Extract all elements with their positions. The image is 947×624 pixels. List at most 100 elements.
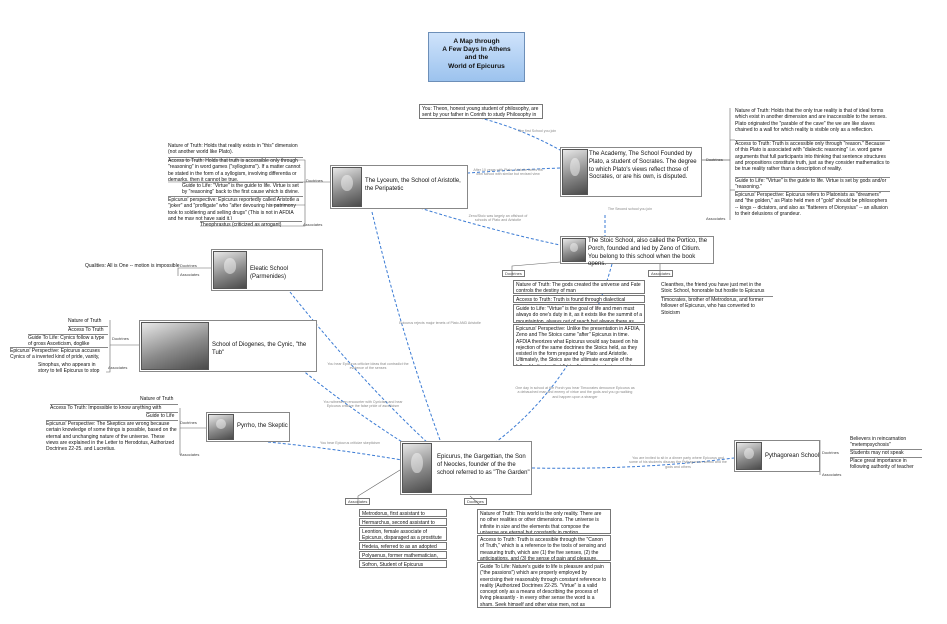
epicurus-associate-1[interactable]: Metrodorus, first assistant to Epicurus [359,509,447,517]
epicurus-node[interactable]: Epicurus, the Gargettian, the Son of Neo… [400,441,532,495]
pyrrho-doctrine-2[interactable]: Access To Truth: Impossible to know anyt… [50,404,178,411]
link-eleatic-epicurus [289,291,431,446]
caption-first-school: The first School you join [517,129,557,133]
stoic-doctrine-2[interactable]: Access to Truth: Truth is found through … [513,295,645,303]
pyrrho-associates-label[interactable]: Associates [180,452,200,457]
academy-node[interactable]: The Academy, The School Founded by Plato… [560,147,702,197]
pyrrho-doctrines-label[interactable]: Doctrines [180,420,197,425]
plato-portrait [562,149,588,195]
title-line-2: A Few Days In Athens [442,46,511,54]
academy-doctrine-2[interactable]: Access to Truth: Truth is accessible onl… [735,140,890,176]
link-intro-academy [479,117,561,151]
title-line-3: and the [464,54,489,62]
academy-doctrines-label[interactable]: Doctrines [706,157,723,162]
eleatic-label: Eleatic School (Parmenides) [250,266,289,280]
caption-epicurus-rejects: Epicurus rejects major tenets of Plato A… [399,321,481,325]
title-line-1: A Map through [453,38,500,45]
diogenes-doctrine-2[interactable]: Access To Truth [68,326,108,333]
title-line-4: World of Epicurus [448,62,505,70]
pyrrho-label: Pyrrho, the Skeptic [237,423,288,429]
lyceum-label: The Lyceum, the School of Aristotle, the… [365,178,461,192]
caption-pyrrho-link: You witness an encounter with Cynicism a… [323,400,403,409]
diogenes-doctrine-3[interactable]: Guide To Life: Cynics follow a type of g… [28,334,108,346]
caption-stoic-offshoot: Zeno/Stoic was largely an offshoot of sc… [468,214,528,223]
academy-associate-1[interactable]: Epicurus' Perspective: Epicurus refers t… [735,191,890,217]
stoic-associates-label[interactable]: Associates [648,270,674,277]
pyrrho-doctrine-3[interactable]: Guide to Life [146,412,178,419]
pyrrho-doctrine-1[interactable]: Nature of Truth [140,396,174,402]
epicurus-associate-5[interactable]: Polyaenus, former mathematician, now Epi… [359,551,447,559]
eleatic-doctrine-1[interactable]: Qualities: All is One -- motion is impos… [85,263,180,269]
stoic-associate-1[interactable]: Cleanthes, the friend you have just met … [661,282,765,295]
pythagorean-doctrine-2[interactable]: Students may not speak [850,449,922,456]
stoic-doctrines-label[interactable]: Doctrines [502,270,525,277]
diogenes-associate-1[interactable]: Sinophus, who appears in story to tell E… [38,362,100,374]
lyceum-associates-label[interactable]: Associates [303,222,323,227]
pythagorean-doctrines-label[interactable]: Doctrines [822,450,839,455]
caption-diogenes: You hear Epicurus criticize ideas that c… [327,362,409,371]
epicurus-portrait [402,443,432,493]
pythagoras-portrait [736,442,762,470]
lyceum-doctrines-label[interactable]: Doctrines [306,178,323,183]
pyrrho-doctrine-4[interactable]: Epicurus' Perspective: The Skeptics are … [46,420,178,450]
eleatic-node[interactable]: Eleatic School (Parmenides) [211,249,323,291]
stoic-node[interactable]: The Stoic School, also called the Portic… [560,236,714,267]
diogenes-doctrines-label[interactable]: Doctrines [112,336,129,341]
zeno-portrait [562,238,586,262]
lyceum-doctrine-1[interactable]: Nature of Truth: Holds that reality exis… [168,143,298,156]
diogenes-doctrine-1[interactable]: Nature of Truth [68,318,102,324]
stoic-associate-2[interactable]: Timocrates, brother of Metrodorus, and f… [661,296,773,315]
lyceum-doctrine-4[interactable]: Epicurus' perspective: Epicurus reported… [168,196,303,220]
intro-box[interactable]: You: Theon, honest young student of phil… [419,104,543,119]
epicurus-doctrine-1[interactable]: Nature of Truth: This world is the only … [477,509,611,534]
link-lyceum-epicurus [371,211,441,441]
lyceum-associate-1[interactable]: Theophrastus (criticized as arrogant) [200,221,302,229]
epicurus-associate-6[interactable]: Sofron, Student of Epicurus [359,560,447,568]
eleatic-doctrines-label[interactable]: Doctrines [180,263,197,268]
pyrrho-portrait [208,414,234,440]
caption-pythagoras: You are invited to sit in a dinner party… [629,456,727,469]
aristotle-portrait [332,167,362,207]
epicurus-doctrine-2[interactable]: Access to Truth: Truth is accessible thr… [477,535,611,561]
diogenes-node[interactable]: School of Diogenes, the Cynic, "the Tub" [139,320,317,372]
map-title: A Map through A Few Days In Athens and t… [428,32,525,82]
epicurus-doctrine-3[interactable]: Guide To Life: Nature's guide to life is… [477,562,611,608]
caption-skeptic: You hear Epicurus criticize skepticism [320,441,380,445]
caption-second-school: The Second school you join [607,207,653,211]
caption-stoic-to-epicurus: One day in school at the Porch you hear … [515,386,635,399]
caption-after-years: After 10 years with Plato, Aristotle for… [473,168,543,177]
diogenes-label: School of Diogenes, the Cynic, "the Tub" [212,342,307,356]
lyceum-doctrine-2[interactable]: Access to Truth: Holds that truth is acc… [168,157,303,181]
epicurus-associates-label[interactable]: Associates [345,498,371,505]
epicurus-associate-3[interactable]: Leontion, female associate of Epicurus, … [359,527,447,541]
pythagorean-associates-label[interactable]: Associates [822,472,842,477]
pythagorean-doctrine-3[interactable]: Place great importance in following auth… [850,457,922,469]
link-lyceum-stoic [419,207,561,246]
lyceum-node[interactable]: The Lyceum, the School of Aristotle, the… [330,165,468,209]
pythagorean-node[interactable]: Pythagorean School [734,440,820,472]
parmenides-portrait [213,251,247,289]
epicurus-label: Epicurus, the Gargettian, the Son of Neo… [437,454,530,476]
epicurus-associate-2[interactable]: Hermarchus, second assistant to Epicurus [359,518,447,526]
link-epicurus-pythagorean [531,457,735,469]
epicurus-associate-4[interactable]: Hedeia, referred to as an adopted daught… [359,542,447,550]
diogenes-tub-scene [141,322,209,370]
pyrrho-node[interactable]: Pyrrho, the Skeptic [206,412,290,442]
stoic-doctrine-4[interactable]: Epicurus' Perspective: Unlike the presen… [513,324,645,366]
academy-doctrine-1[interactable]: Nature of Truth: Holds that the only tru… [735,108,887,133]
stoic-label: The Stoic School, also called the Portic… [588,238,708,268]
diogenes-doctrine-4[interactable]: Epicurus' Perspective: Epicurus accuses … [10,347,108,359]
academy-label: The Academy, The School Founded by Plato… [589,151,697,181]
epicurus-doctrines-label[interactable]: Doctrines [464,498,487,505]
pythagorean-label: Pythagorean School [765,453,820,459]
eleatic-associates-label[interactable]: Associates [180,272,200,277]
academy-associates-label[interactable]: Associates [706,216,726,221]
pythagorean-doctrine-1[interactable]: Believers in reincarnation "metempsychos… [850,436,907,448]
stoic-doctrine-1[interactable]: Nature of Truth: The gods created the un… [513,280,645,294]
diogenes-associates-label[interactable]: Associates [108,365,128,370]
lyceum-doctrine-3[interactable]: Guide to Life: "Virtue" is the guide to … [182,182,303,195]
academy-doctrine-3[interactable]: Guide to Life: "Virtue" is the guide to … [735,177,890,189]
stoic-doctrine-3[interactable]: Guide to Life: "Virtue" is the goal of l… [513,304,645,323]
